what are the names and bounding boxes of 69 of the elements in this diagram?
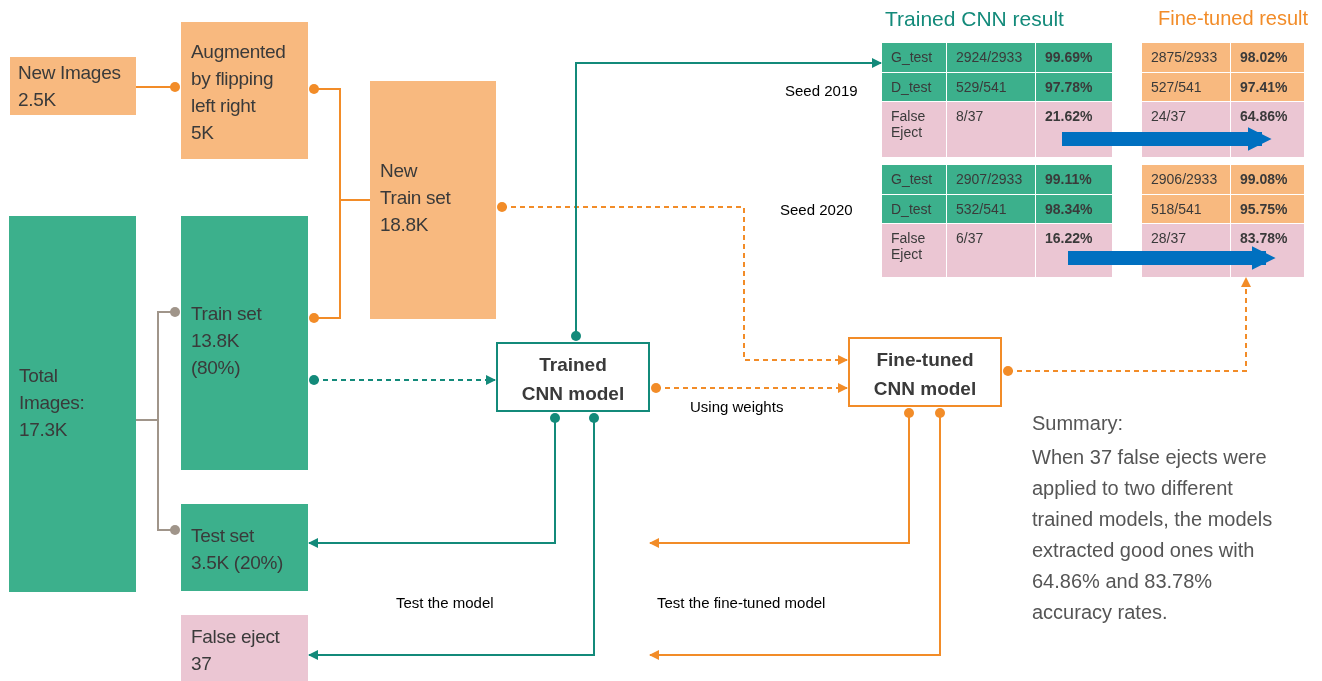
table-cell: D_test [882, 195, 946, 223]
table-cell: 97.78% [1036, 73, 1112, 101]
model-box [848, 337, 1002, 407]
data-box [181, 504, 308, 591]
table-title: Trained CNN result [885, 7, 1064, 31]
box-label: Fine-tuned CNN model [872, 348, 978, 401]
table-cell: 532/541 [947, 195, 1035, 223]
table-cell: 8/37 [947, 102, 1035, 157]
box-label: Trained CNN model [520, 353, 626, 406]
arrow [651, 383, 848, 393]
data-box [9, 216, 136, 592]
results-table [882, 165, 1112, 277]
connector-line [135, 82, 180, 92]
table-cell: D_test [882, 73, 946, 101]
results-table [882, 43, 1112, 157]
results-table [1142, 43, 1304, 157]
note-text: Test the model [396, 594, 494, 611]
table-cell: G_test [882, 43, 946, 72]
arrow [649, 408, 914, 548]
summary-heading: Summary: [1032, 412, 1124, 435]
table-cell: 98.34% [1036, 195, 1112, 223]
table-cell: 6/37 [947, 224, 1035, 277]
table-cell: 2907/2933 [947, 165, 1035, 194]
box-label: New Images 2.5K [18, 61, 122, 112]
connector-line [135, 419, 180, 535]
results-table [1142, 165, 1304, 277]
box-label: Test set 3.5K (20%) [191, 524, 285, 575]
note-text: Test the fine-tuned model [657, 594, 826, 611]
data-box [181, 615, 308, 681]
arrow [308, 413, 599, 660]
arrow [497, 202, 848, 365]
table-cell: 2875/2933 [1142, 43, 1230, 72]
arrow [1068, 246, 1276, 270]
table-cell: 98.02% [1231, 43, 1304, 72]
table-cell: 2906/2933 [1142, 165, 1230, 194]
arrow [308, 413, 560, 548]
box-label: Augmented by flipping left right 5K [191, 40, 283, 145]
table-cell: 529/541 [947, 73, 1035, 101]
arrow [649, 408, 945, 660]
table-cell: 2924/2933 [947, 43, 1035, 72]
table-cell: 97.41% [1231, 73, 1304, 101]
seed-label: Seed 2019 [785, 82, 858, 99]
table-cell: 95.75% [1231, 195, 1304, 223]
table-cell: 99.08% [1231, 165, 1304, 194]
arrow [1062, 127, 1272, 151]
summary-text: When 37 false ejects were applied to two different trained models, the models extracted good ones with 64.86% and 83.78% accuracy rates. [1032, 445, 1274, 625]
arrow [309, 375, 496, 385]
table-title: Fine-tuned result [1158, 7, 1309, 30]
data-box [181, 22, 308, 159]
table-cell: 99.11% [1036, 165, 1112, 194]
data-box [181, 216, 308, 470]
box-label: Total Images: 17.3K [19, 364, 86, 442]
table-cell: False Eject [882, 102, 946, 157]
connector-line [309, 199, 371, 323]
table-cell: 527/541 [1142, 73, 1230, 101]
arrow [571, 58, 882, 341]
edge-label: Using weights [690, 398, 784, 415]
table-cell: 518/541 [1142, 195, 1230, 223]
table-cell: 99.69% [1036, 43, 1112, 72]
box-label: False eject 37 [191, 625, 281, 676]
seed-label: Seed 2020 [780, 201, 853, 218]
data-box [370, 81, 496, 319]
box-label: New Train set 18.8K [380, 159, 452, 237]
box-label: Train set 13.8K (80%) [191, 302, 263, 380]
table-cell: G_test [882, 165, 946, 194]
table-cell: False Eject [882, 224, 946, 277]
arrow [1003, 277, 1251, 376]
data-box [10, 57, 136, 115]
model-box [496, 342, 650, 412]
